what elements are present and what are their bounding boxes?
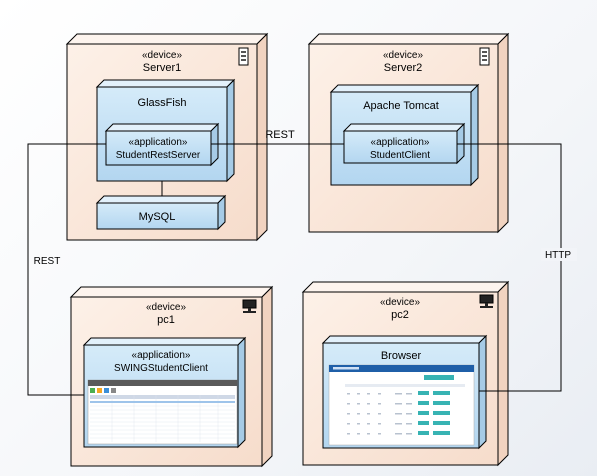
connector-rest-left[interactable] [27, 143, 106, 396]
node-stereotype: «device» [383, 50, 423, 61]
server-icon [238, 47, 249, 66]
component-name: StudentRestServer [116, 150, 201, 161]
server-icon [479, 47, 490, 66]
node-stereotype: «device» [146, 302, 186, 313]
node-name: pc2 [391, 309, 409, 321]
component-stereotype: «application» [371, 137, 430, 148]
connector-label-rest-left: REST [34, 256, 61, 267]
component-name: MySQL [139, 211, 176, 223]
connector-http-right[interactable] [457, 143, 562, 392]
computer-icon [479, 294, 494, 308]
node-name: Server2 [384, 62, 423, 74]
component-name: Browser [381, 350, 422, 362]
node-stereotype: «device» [380, 297, 420, 308]
node-name: pc1 [157, 314, 175, 326]
node-name: Server1 [143, 62, 182, 74]
component-student-rest-server[interactable]: «application» StudentRestServer [104, 122, 220, 167]
connector-label-http: HTTP [545, 250, 571, 261]
component-name: GlassFish [138, 97, 187, 109]
component-browser[interactable]: Browser [321, 334, 488, 450]
browser-page-screenshot [328, 364, 475, 446]
component-swing-student-client[interactable]: «application» SWINGStudentClient [82, 336, 247, 449]
node-stereotype: «device» [142, 50, 182, 61]
component-name: Apache Tomcat [363, 100, 439, 112]
component-stereotype: «application» [129, 137, 188, 148]
connector-label-bg [541, 248, 577, 261]
component-stereotype: «application» [132, 350, 191, 361]
component-student-client[interactable]: «application» StudentClient [342, 122, 466, 165]
component-mysql[interactable]: MySQL [95, 194, 227, 231]
component-name: SWINGStudentClient [114, 363, 208, 374]
computer-icon [242, 299, 257, 313]
connector-label-rest-top: REST [265, 129, 295, 141]
swing-app-screenshot [87, 379, 238, 445]
component-name: StudentClient [370, 150, 430, 161]
